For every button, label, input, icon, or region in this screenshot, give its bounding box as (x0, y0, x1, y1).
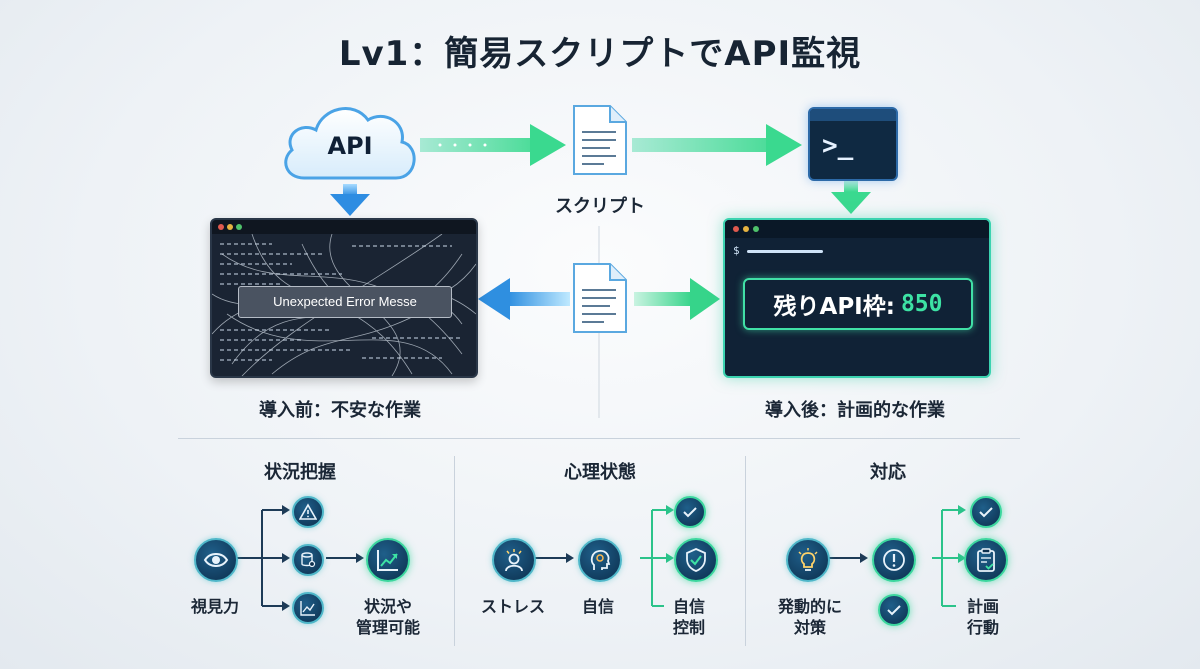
after-caption: 導入後：計画的な作業 (765, 400, 945, 421)
before-terminal-window: Unexpected Error Messe (210, 218, 478, 378)
section-title-mental: 心理状態 (564, 462, 636, 483)
arrow-left (478, 278, 570, 320)
section-divider (178, 438, 1020, 439)
cloud-icon (284, 107, 416, 180)
quota-label: 残りAPI枠: (773, 294, 895, 320)
quota-value: 850 (900, 291, 943, 317)
before-caption: 導入前：不安な作業 (259, 400, 421, 421)
document-icon (570, 262, 630, 334)
label-stress: ストレス (480, 597, 545, 616)
label-visibility: 視見力 (190, 597, 239, 616)
eye-icon (194, 538, 238, 582)
shield-check-icon (674, 538, 718, 582)
section-title-situation: 状況把握 (264, 462, 336, 483)
column-divider-2 (745, 456, 746, 646)
arrow-cloud-down (330, 184, 370, 216)
trend-up-icon (366, 538, 410, 582)
label-situation-end-1: 状況や (363, 597, 412, 616)
exclamation-icon (872, 538, 916, 582)
label-response-start-1: 発動的に (777, 597, 842, 616)
section-title-response: 対応 (870, 462, 906, 483)
error-message: Unexpected Error Messe (238, 286, 452, 318)
arrow-terminal-down (831, 180, 871, 214)
label-response-end-1: 計画 (966, 597, 999, 616)
terminal-icon: >_ (808, 107, 898, 181)
terminal-prompt: >_ (822, 131, 854, 161)
label-confidence: 自信 (581, 597, 614, 616)
lightbulb-icon (786, 538, 830, 582)
warning-icon (292, 496, 324, 528)
chart-icon (292, 592, 324, 624)
arrow-script-to-terminal (632, 124, 802, 166)
cloud-label: API (327, 132, 373, 160)
after-terminal-window: $ 残りAPI枠: 850 (723, 218, 991, 378)
database-search-icon (292, 544, 324, 576)
label-situation-end-2: 管理可能 (355, 618, 420, 637)
label-response-end-2: 行動 (966, 618, 999, 637)
check-icon (674, 496, 706, 528)
api-quota-display: 残りAPI枠: 850 (743, 278, 973, 330)
clipboard-check-icon (964, 538, 1008, 582)
page-title: Lv1：簡易スクリプトでAPI監視 (338, 34, 862, 74)
stressed-person-icon (492, 538, 536, 582)
script-label: スクリプト (555, 196, 645, 217)
check-icon (970, 496, 1002, 528)
column-divider-1 (454, 456, 455, 646)
check-icon (878, 594, 910, 626)
label-mental-end-1: 自信 (672, 597, 705, 616)
arrow-cloud-to-script (420, 124, 566, 166)
shell-prompt: $ (733, 244, 740, 257)
script-file-icon (570, 104, 630, 176)
label-response-start-2: 対策 (793, 618, 826, 637)
arrow-right (634, 278, 720, 320)
brain-head-icon (578, 538, 622, 582)
label-mental-end-2: 控制 (672, 618, 705, 637)
